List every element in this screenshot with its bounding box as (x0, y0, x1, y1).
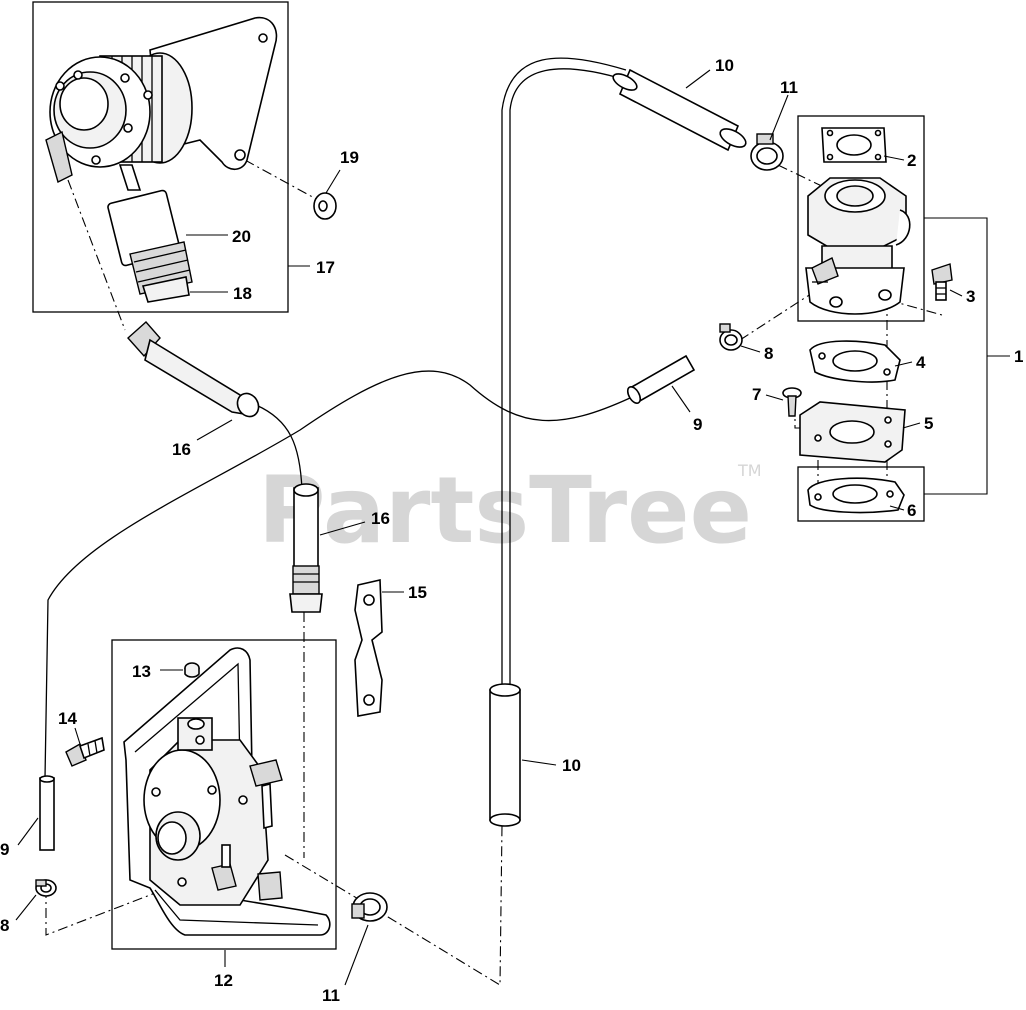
callout-4[interactable]: 4 (916, 353, 926, 372)
callout-8-left[interactable]: 8 (0, 916, 9, 935)
clamp-8-left[interactable] (35, 879, 57, 897)
callout-3[interactable]: 3 (966, 287, 975, 306)
fuel-line-9-right[interactable] (625, 354, 696, 405)
gasket-6[interactable] (807, 477, 905, 514)
fuel-line-long (501, 57, 627, 690)
gasket-4[interactable] (809, 340, 901, 383)
gasket-2[interactable] (821, 127, 887, 163)
clamp-11-bottom[interactable] (351, 892, 388, 922)
callout-14[interactable]: 14 (58, 709, 77, 728)
bracket-15[interactable] (354, 579, 383, 717)
bolt-3[interactable] (931, 263, 953, 301)
callout-17[interactable]: 17 (316, 258, 335, 277)
vaporizer-group-box (32, 1, 289, 313)
callout-6[interactable]: 6 (907, 501, 916, 520)
plate-5[interactable] (799, 401, 906, 463)
fitting-18[interactable] (141, 276, 190, 303)
callout-16-bottom[interactable]: 16 (371, 509, 390, 528)
fuel-line-10-top[interactable] (611, 68, 749, 152)
callout-13[interactable]: 13 (132, 662, 151, 681)
hose-16-lower[interactable] (289, 483, 323, 613)
callout-9-left[interactable]: 9 (0, 840, 9, 859)
callouts: 1 2 3 4 5 6 7 8 8 9 9 10 10 11 11 12 13 … (0, 56, 1023, 1005)
bolt-14[interactable] (65, 736, 105, 767)
fuel-line-arc (44, 370, 631, 779)
callout-7[interactable]: 7 (752, 385, 761, 404)
washer-19[interactable] (313, 192, 337, 220)
regulator-body[interactable] (143, 717, 283, 906)
fuel-line-10-bottom[interactable] (489, 683, 521, 827)
callout-18[interactable]: 18 (233, 284, 252, 303)
item-1-bracket (924, 217, 988, 495)
watermark-tm: TM (737, 461, 762, 480)
hose-16-upper[interactable] (127, 321, 263, 420)
mixer-adapter[interactable] (805, 177, 911, 315)
callout-10-bottom[interactable]: 10 (562, 756, 581, 775)
callout-8-right[interactable]: 8 (764, 344, 773, 363)
callout-12[interactable]: 12 (214, 971, 233, 990)
callout-9-right[interactable]: 9 (693, 415, 702, 434)
callout-10-top[interactable]: 10 (715, 56, 734, 75)
clamp-11-top[interactable] (750, 133, 784, 171)
callout-20[interactable]: 20 (232, 227, 251, 246)
callout-16-top[interactable]: 16 (172, 440, 191, 459)
cap-13[interactable] (184, 662, 200, 678)
hose-16-curve (255, 404, 303, 491)
callout-11-bottom[interactable]: 11 (322, 986, 340, 1005)
clamp-8-right[interactable] (719, 323, 743, 351)
screw-7[interactable] (782, 387, 802, 417)
vaporizer-assembly[interactable] (45, 16, 278, 191)
callout-11-top[interactable]: 11 (780, 78, 798, 97)
callout-1[interactable]: 1 (1014, 347, 1023, 366)
callout-2[interactable]: 2 (907, 151, 916, 170)
fuel-line-9-left[interactable] (39, 775, 55, 851)
regulator-group-box (111, 639, 337, 950)
callout-19[interactable]: 19 (340, 148, 359, 167)
leader-lines (15, 69, 963, 986)
callout-15[interactable]: 15 (408, 583, 427, 602)
watermark: PartsTree (258, 457, 752, 564)
callout-5[interactable]: 5 (924, 414, 933, 433)
